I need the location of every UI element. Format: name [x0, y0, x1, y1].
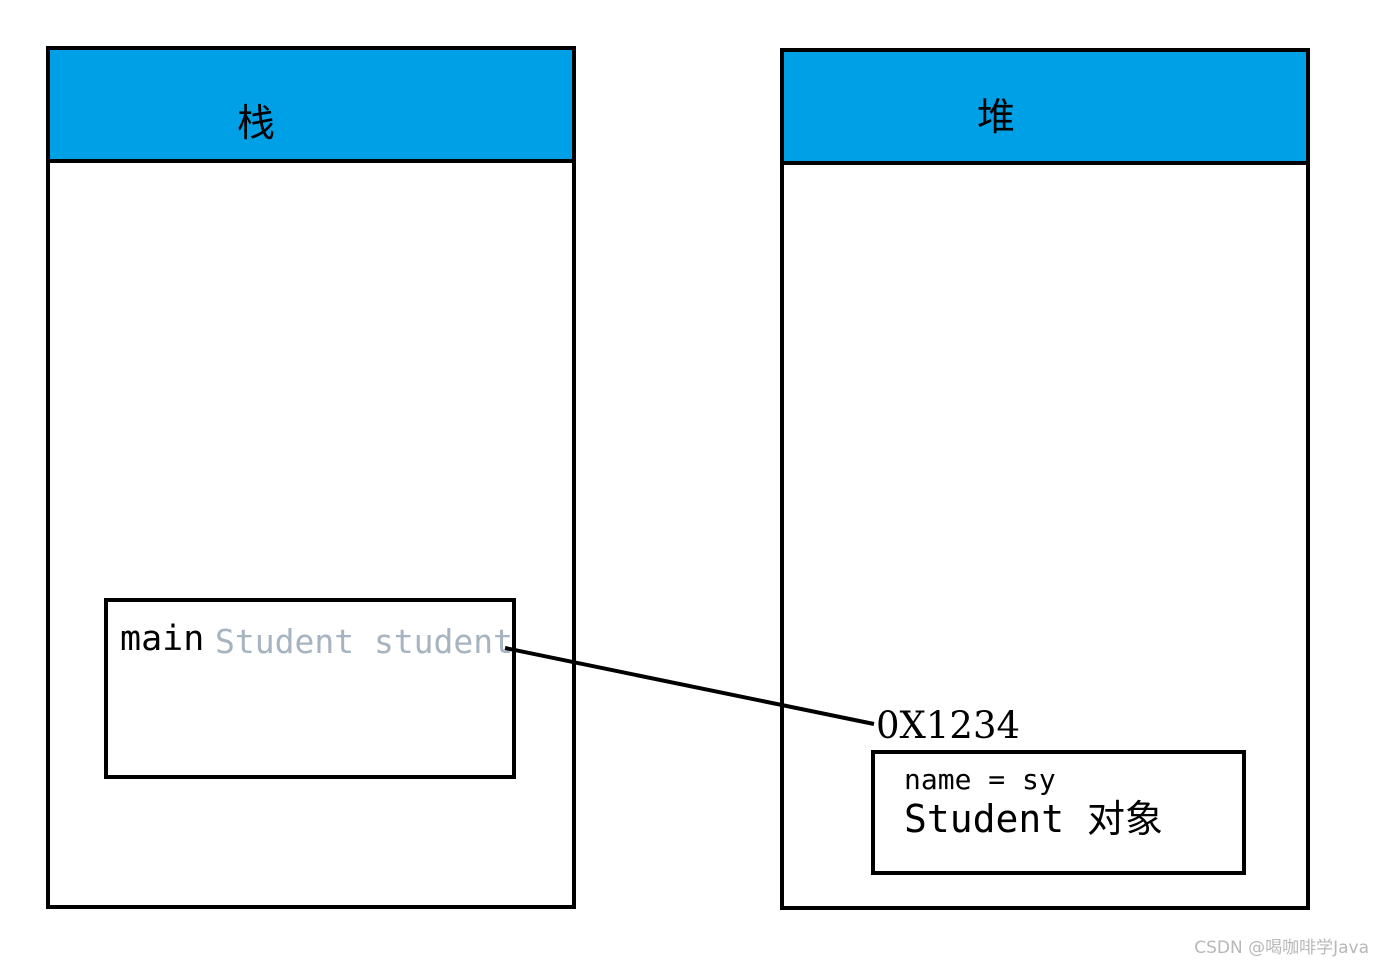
object-address-label: 0X1234 [876, 704, 1021, 747]
student-variable-label: Student student [215, 622, 514, 661]
heap-title: 堆 [977, 95, 1016, 139]
main-stack-frame [104, 598, 516, 779]
main-frame-label: main [120, 619, 205, 659]
watermark-text: CSDN @喝咖啡学Java [1194, 938, 1369, 958]
object-type-label: Student 对象 [904, 797, 1164, 841]
stack-title: 栈 [237, 101, 276, 145]
student-object-box [871, 750, 1246, 875]
heap-header [784, 52, 1306, 165]
stack-header [50, 50, 572, 163]
reference-arrow-line [504, 646, 875, 726]
object-name-field: name = sy [904, 763, 1056, 796]
